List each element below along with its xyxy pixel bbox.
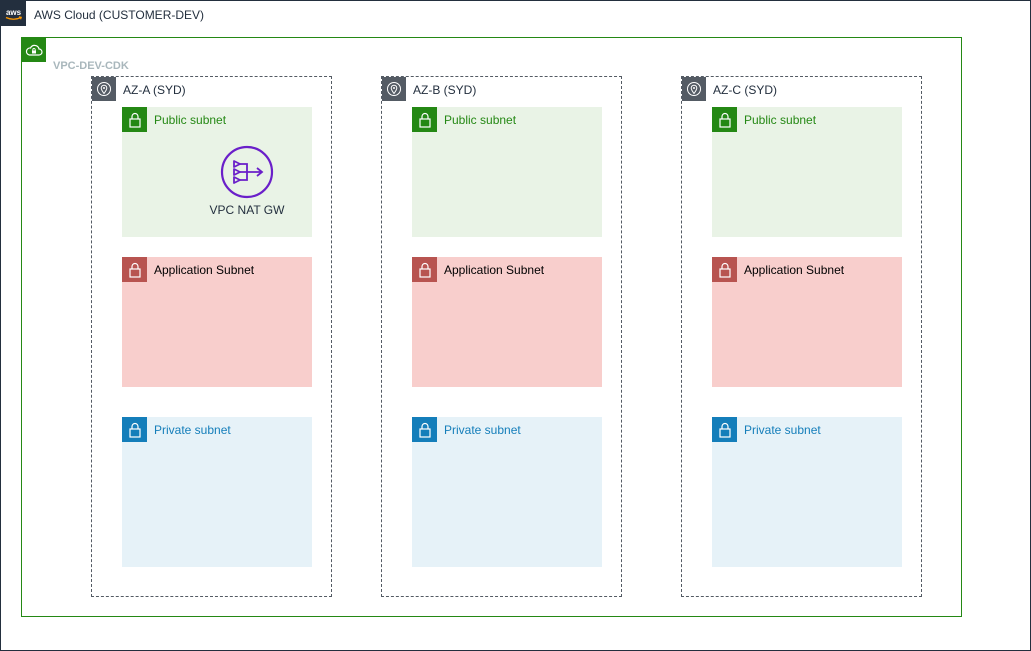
application-subnet-label: Application Subnet [744,263,845,277]
lock-icon [122,107,147,132]
lock-icon [122,257,147,282]
public-subnet-label: Public subnet [444,113,517,127]
lock-icon [712,257,737,282]
public-subnet-label: Public subnet [744,113,817,127]
availability-zone-a: AZ-A (SYD) Public subnet VPC NAT GW [91,76,332,597]
lock-icon [712,107,737,132]
private-subnet-label: Private subnet [444,423,521,437]
private-subnet: Private subnet [712,417,902,567]
location-pin-icon [682,77,706,101]
private-subnet-label: Private subnet [744,423,821,437]
svg-text:aws: aws [6,8,22,17]
lock-icon [122,417,147,442]
availability-zone-b: AZ-B (SYD) Public subnet Application Sub… [381,76,622,597]
location-pin-icon [92,77,116,101]
location-pin-icon [382,77,406,101]
application-subnet: Application Subnet [712,257,902,387]
public-subnet: Public subnet VPC NAT GW [122,107,312,237]
lock-icon [412,107,437,132]
lock-icon [712,417,737,442]
private-subnet-label: Private subnet [154,423,231,437]
lock-icon [412,417,437,442]
public-subnet-label: Public subnet [154,113,227,127]
vpc-nat-gateway: VPC NAT GW [210,145,322,217]
nat-gateway-icon [220,145,274,199]
nat-gateway-label: VPC NAT GW [209,203,285,217]
application-subnet-label: Application Subnet [154,263,255,277]
az-title: AZ-A (SYD) [123,83,186,97]
availability-zone-c: AZ-C (SYD) Public subnet Application Sub… [681,76,922,597]
application-subnet: Application Subnet [412,257,602,387]
application-subnet-label: Application Subnet [444,263,545,277]
public-subnet: Public subnet [712,107,902,237]
az-title: AZ-B (SYD) [413,83,477,97]
cloud-title: AWS Cloud (CUSTOMER-DEV) [34,8,205,22]
az-title: AZ-C (SYD) [713,83,777,97]
private-subnet: Private subnet [122,417,312,567]
vpc-group: VPC-DEV-CDK [21,37,962,617]
lock-icon [412,257,437,282]
public-subnet: Public subnet [412,107,602,237]
aws-logo-icon: aws [1,1,26,26]
application-subnet: Application Subnet [122,257,312,387]
vpc-title: VPC-DEV-CDK [53,60,129,72]
private-subnet: Private subnet [412,417,602,567]
vpc-cloud-lock-icon [22,38,46,62]
